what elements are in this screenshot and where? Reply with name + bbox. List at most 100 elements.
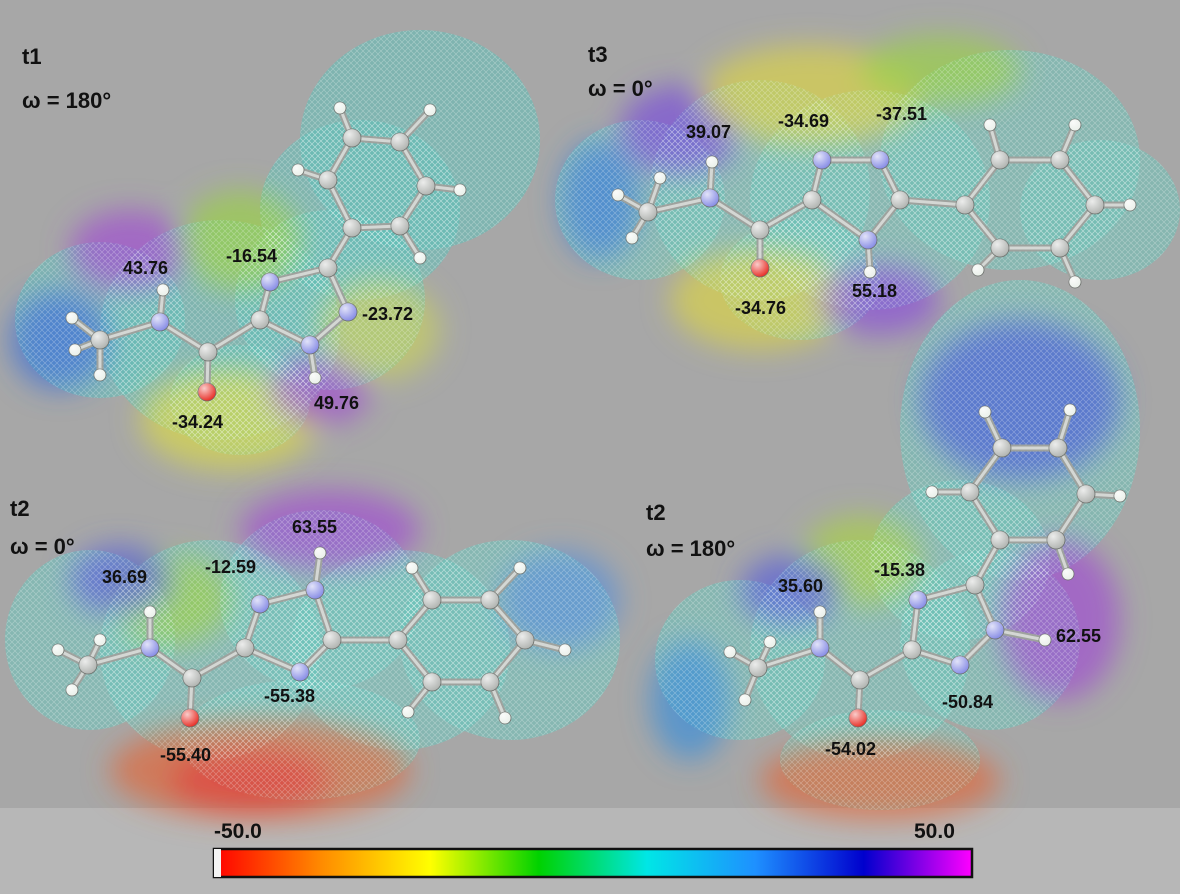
hydrogen-atom-shine [612, 189, 624, 201]
nitrogen-atom-shine [813, 151, 831, 169]
carbon-atom-shine [391, 217, 409, 235]
value-label-t1-2: -16.54 [226, 246, 278, 266]
value-label-t3-1: 39.07 [686, 122, 732, 142]
carbon-atom-shine [389, 631, 407, 649]
molecule-t3 [611, 118, 1137, 289]
bond-highlight [968, 490, 1002, 542]
carbon-atom-shine [956, 196, 974, 214]
molecule-t1 [65, 101, 467, 402]
value-label-t2b-5: -54.02 [825, 739, 877, 759]
carbon-atom-shine [903, 641, 921, 659]
bond-highlight [646, 196, 712, 214]
hydrogen-atom-shine [1039, 634, 1051, 646]
molecule-t2a [51, 546, 572, 728]
oxygen-atom-shine [849, 709, 867, 727]
molecule-t2b [723, 403, 1127, 728]
value-label-t2a-4: -55.38 [264, 686, 316, 706]
oxygen-atom-shine [751, 259, 769, 277]
hydrogen-atom-shine [514, 562, 526, 574]
hydrogen-atom-shine [424, 104, 436, 116]
bond-highlight [756, 646, 822, 670]
nitrogen-atom-shine [251, 595, 269, 613]
hydrogen-atom-shine [1062, 568, 1074, 580]
bond-highlight [963, 158, 1002, 207]
colorbar-min-label: -50.0 [214, 820, 262, 843]
hydrogen-atom-shine [314, 547, 326, 559]
surface-mesh [780, 710, 980, 810]
value-label-t3-3: -37.51 [876, 104, 928, 124]
value-label-t1-1: 43.76 [123, 258, 169, 278]
hydrogen-atom-shine [654, 172, 666, 184]
hydrogen-atom-shine [157, 284, 169, 296]
carbon-atom-shine [423, 591, 441, 609]
bond-highlight [206, 318, 262, 354]
panel-title-t1: t1 [22, 44, 42, 69]
oxygen-atom-shine [181, 709, 199, 727]
carbon-atom-shine [481, 673, 499, 691]
hydrogen-atom-shine [1064, 404, 1076, 416]
hydrogen-atom-shine [406, 562, 418, 574]
hydrogen-atom-shine [864, 266, 876, 278]
carbon-atom-shine [481, 591, 499, 609]
value-label-t2a-5: -55.40 [160, 745, 212, 765]
bond-highlight [898, 198, 967, 207]
hydrogen-atom-shine [292, 164, 304, 176]
nitrogen-atom-shine [871, 151, 889, 169]
carbon-atom-shine [1047, 531, 1065, 549]
carbon-atom-shine [966, 576, 984, 594]
hydrogen-atom-shine [764, 636, 776, 648]
panel-omega-t1: ω = 180° [22, 88, 112, 113]
carbon-atom-shine [751, 221, 769, 239]
value-label-t3-4: -34.76 [735, 298, 787, 318]
carbon-atom-shine [417, 177, 435, 195]
hydrogen-atom-shine [66, 312, 78, 324]
carbon-atom-shine [993, 439, 1011, 457]
surface-mesh [400, 540, 620, 740]
bond-highlight [758, 198, 814, 232]
value-label-t3-2: -34.69 [778, 111, 830, 131]
nitrogen-atom-shine [306, 581, 324, 599]
bond-highlight [158, 320, 210, 354]
value-label-t1-5: 49.76 [314, 393, 360, 413]
value-label-t3-5: 55.18 [852, 281, 898, 301]
hydrogen-atom-shine [984, 119, 996, 131]
hydrogen-atom-shine [94, 369, 106, 381]
hydrogen-atom-shine [739, 694, 751, 706]
bond-highlight [98, 320, 162, 342]
carbon-atom-shine [1051, 151, 1069, 169]
nitrogen-atom-shine [909, 591, 927, 609]
carbon-atom-shine [91, 331, 109, 349]
bond-highlight [190, 646, 247, 680]
hydrogen-atom-shine [1114, 490, 1126, 502]
carbon-atom-shine [961, 483, 979, 501]
nitrogen-atom-shine [811, 639, 829, 657]
bond-highlight [268, 266, 330, 284]
carbon-atom-shine [1051, 239, 1069, 257]
colorbar-max-label: 50.0 [914, 820, 955, 843]
hydrogen-atom-shine [814, 606, 826, 618]
surface-mesh [180, 680, 420, 800]
hydrogen-atom-shine [66, 684, 78, 696]
carbon-atom-shine [1086, 196, 1104, 214]
nitrogen-atom-shine [986, 621, 1004, 639]
carbon-atom-shine [851, 671, 869, 689]
bond-highlight [258, 588, 317, 606]
colorbar [212, 847, 974, 879]
nitrogen-atom-shine [151, 313, 169, 331]
nitrogen-atom-shine [301, 336, 319, 354]
carbon-atom-shine [343, 129, 361, 147]
colorbar-min-cap [214, 849, 221, 877]
carbon-atom-shine [516, 631, 534, 649]
hydrogen-atom-shine [414, 252, 426, 264]
carbon-atom-shine [749, 659, 767, 677]
nitrogen-atom-shine [291, 663, 309, 681]
carbon-atom-shine [183, 669, 201, 687]
nitrogen-atom-shine [339, 303, 357, 321]
carbon-atom-shine [991, 239, 1009, 257]
hydrogen-atom-shine [1069, 119, 1081, 131]
nitrogen-atom-shine [951, 656, 969, 674]
hydrogen-atom-shine [559, 644, 571, 656]
panel-title-t2-a: t2 [10, 496, 30, 521]
value-label-t2a-1: 36.69 [102, 567, 148, 587]
